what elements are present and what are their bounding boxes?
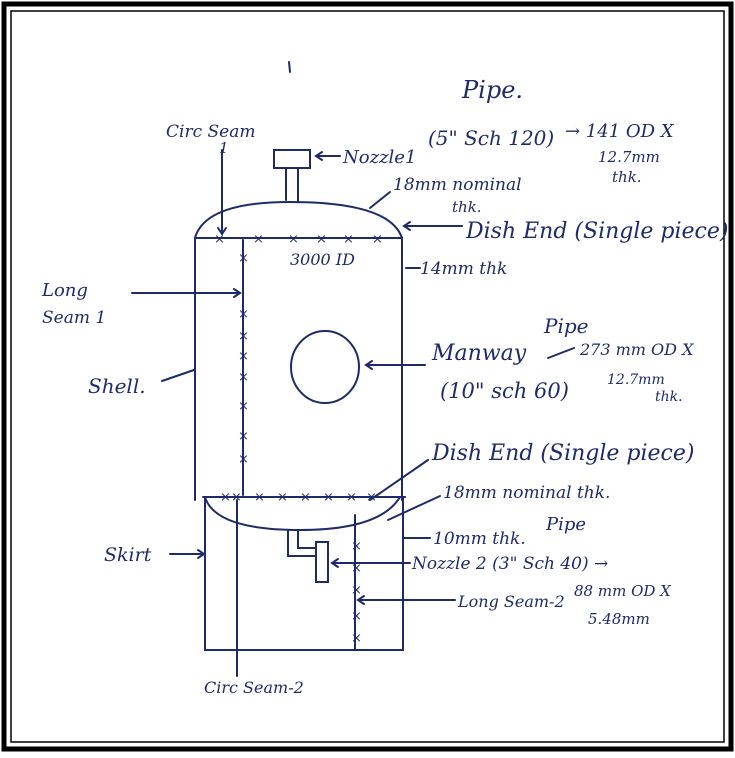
nozzle2-od-label: 88 mm OD X <box>574 582 672 600</box>
nozzle2-thk-label: 5.48mm <box>588 610 650 628</box>
manway-od-label: 273 mm OD X <box>579 340 694 359</box>
top-dish-end-arrowhead <box>402 221 411 231</box>
frame-inner-border <box>10 10 725 743</box>
manway-circle <box>290 330 360 404</box>
manway-sch-label: (10" sch 60) <box>440 379 569 403</box>
manway-arrowhead <box>364 360 373 370</box>
long-seam-1-arrowhead <box>233 288 242 298</box>
shell-label: Shell. <box>88 374 146 398</box>
nozzle2-flange <box>315 541 329 583</box>
stray-mark <box>288 61 291 73</box>
top-dish-end-label: Dish End (Single piece) <box>465 219 729 244</box>
nozzle2-elbow-inner <box>297 529 316 549</box>
circ-seam-1-label: Circ Seam <box>166 122 255 142</box>
weld-mark: × <box>253 232 264 247</box>
weld-mark: × <box>238 307 249 322</box>
bottom-dish-thk-label: 18mm nominal thk. <box>443 483 610 503</box>
long-seam-1-number: Seam 1 <box>42 308 106 328</box>
manway-thk-unit: thk. <box>655 389 683 405</box>
circ-seam-2-label: Circ Seam-2 <box>204 678 304 697</box>
weld-mark: × <box>238 251 249 266</box>
weld-mark: × <box>372 232 383 247</box>
bottom-dish-end-label: Dish End (Single piece) <box>431 441 695 466</box>
top-dish-end <box>194 200 403 239</box>
pipe2-label: Pipe <box>543 314 589 338</box>
weld-mark: × <box>238 429 249 444</box>
weld-mark: × <box>300 490 311 505</box>
long-seam-2-arrowhead <box>356 595 365 605</box>
bottom-dish-end-leader <box>369 459 429 501</box>
skirt-arrowhead <box>197 549 206 559</box>
shell-leader <box>161 369 195 382</box>
weld-mark: × <box>238 399 249 414</box>
pipe1-label: Pipe. <box>461 76 523 104</box>
circ-seam-1-arrowhead <box>217 227 227 236</box>
weld-mark: × <box>254 490 265 505</box>
pipe3-label: Pipe <box>545 514 586 535</box>
long-seam-1-label: Long <box>41 280 88 301</box>
weld-mark: × <box>351 609 362 624</box>
weld-marks: × × × × × × × × × × × × × × × × × × × × … <box>214 232 383 646</box>
weld-mark: × <box>351 631 362 646</box>
bottom-dish-end <box>204 496 401 532</box>
nozzle1-spec: (5" Sch 120) <box>428 126 554 150</box>
weld-mark: × <box>238 329 249 344</box>
manway-od-leader <box>547 347 575 359</box>
nozzle1-label: Nozzle1 <box>342 147 416 168</box>
weld-mark: × <box>220 490 231 505</box>
nozzle2-elbow-outer <box>287 529 316 557</box>
long-seam-2-label: Long Seam-2 <box>457 592 565 611</box>
weld-mark: × <box>214 232 225 247</box>
manway-label: Manway <box>431 341 527 366</box>
top-dish-thickness: 18mm nominal <box>393 175 522 195</box>
weld-mark: × <box>351 583 362 598</box>
nozzle1-thk-unit: thk. <box>612 168 642 186</box>
weld-mark: × <box>346 490 357 505</box>
weld-mark: × <box>351 561 362 576</box>
weld-mark: × <box>238 452 249 467</box>
nozzle1-arrowhead <box>314 151 323 161</box>
shell-thk-label: 14mm thk <box>420 259 507 279</box>
weld-mark: × <box>288 232 299 247</box>
nozzle1-od: → 141 OD X <box>565 121 675 142</box>
weld-mark: × <box>238 370 249 385</box>
nozzle2-label: Nozzle 2 (3" Sch 40) → <box>411 554 608 574</box>
shell-id-label: 3000 ID <box>290 250 355 269</box>
weld-mark: × <box>323 490 334 505</box>
nozzle2-arrowhead <box>330 558 339 568</box>
weld-mark: × <box>238 349 249 364</box>
top-dish-thickness-unit: thk. <box>452 198 482 216</box>
manway-thk-value: 12.7mm <box>607 372 665 388</box>
nozzle1-flange <box>273 149 311 169</box>
skirt-thk-label: 10mm thk. <box>433 529 526 549</box>
weld-mark: × <box>277 490 288 505</box>
circ-seam-1-number: 1 <box>219 139 229 157</box>
weld-mark: × <box>366 490 377 505</box>
weld-mark: × <box>316 232 327 247</box>
bottom-dish-thk-leader <box>387 495 441 521</box>
skirt-label: Skirt <box>104 544 152 566</box>
weld-mark: × <box>231 490 242 505</box>
top-dish-thk-leader <box>369 191 391 209</box>
weld-mark: × <box>343 232 354 247</box>
nozzle1-thk-value: 12.7mm <box>598 148 660 166</box>
weld-mark: × <box>351 539 362 554</box>
